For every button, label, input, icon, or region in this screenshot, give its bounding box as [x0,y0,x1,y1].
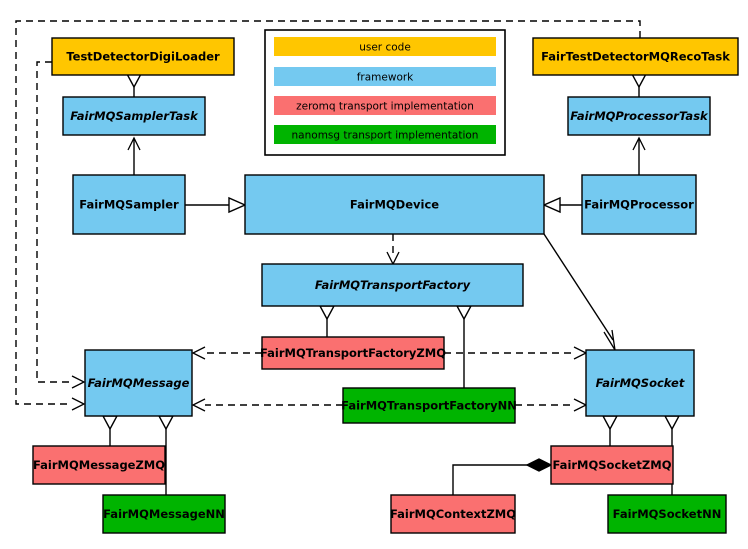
class-box-digiloader[interactable] [51,37,235,76]
legend-label-zeromq: zeromq transport implementation [296,101,474,113]
edge-tfnn-to-message [191,398,343,412]
class-box-processortask[interactable] [567,96,711,136]
class-node-transportfactory[interactable]: FairMQTransportFactory [261,263,524,307]
edge-tfzmq-to-message [191,346,262,360]
class-box-messagenn[interactable] [102,494,226,534]
legend: user code framework zeromq transport imp… [264,29,506,156]
class-label-contextzmq: FairMQContextZMQ [390,507,516,521]
edge-socketzmq-to-contextzmq [452,458,553,495]
legend-swatch-framework [274,67,496,86]
edge-processor-to-device [542,196,582,214]
class-label-message: FairMQMessage [88,376,190,390]
edge-recotask-to-message [15,20,641,411]
legend-label-framework: framework [357,72,414,84]
class-box-sampler[interactable] [72,174,186,235]
edge-processortask-to-recotask [630,73,648,97]
edge-processor-to-processortask [632,136,646,175]
edge-layer [15,20,681,495]
class-label-digiloader: TestDetectorDigiLoader [66,50,220,64]
legend-label-user-code: user code [359,42,411,54]
class-node-samplertask[interactable]: FairMQSamplerTask [62,96,206,136]
class-box-processor[interactable] [581,174,697,235]
class-label-socketnn: FairMQSocketNN [613,507,722,521]
edge-digiloader-to-message [36,61,86,389]
class-node-socket[interactable]: FairMQSocket [585,349,695,417]
edge-tfzmq-to-socket [444,346,588,360]
class-label-socketzmq: FairMQSocketZMQ [553,458,672,472]
class-label-messagenn: FairMQMessageNN [103,507,225,521]
class-label-sampler: FairMQSampler [79,198,179,212]
legend-item-3: nanomsg transport implementation [274,125,496,144]
class-box-recotask[interactable] [532,37,739,76]
class-label-processor: FairMQProcessor [584,198,694,212]
class-box-socketnn[interactable] [607,494,727,534]
edge-tfnn-to-transportfactory [455,305,473,388]
class-node-device[interactable]: FairMQDevice [244,174,545,235]
class-node-recotask[interactable]: FairTestDetectorMQRecoTask [532,37,739,76]
class-label-tfnn: FairMQTransportFactoryNN [341,399,517,413]
class-box-tfzmq[interactable] [261,336,445,370]
legend-label-nanomsg: nanomsg transport implementation [292,130,479,142]
class-label-processortask: FairMQProcessorTask [570,109,709,123]
class-box-samplertask[interactable] [62,96,206,136]
class-label-tfzmq: FairMQTransportFactoryZMQ [260,346,446,360]
legend-item-0: user code [274,37,496,56]
legend-item-2: zeromq transport implementation [274,96,496,115]
class-label-transportfactory: FairMQTransportFactory [315,278,471,292]
class-label-device: FairMQDevice [350,198,439,212]
class-box-socket[interactable] [585,349,695,417]
class-box-transportfactory[interactable] [261,263,524,307]
class-node-messagezmq[interactable]: FairMQMessageZMQ [32,445,166,485]
class-label-samplertask: FairMQSamplerTask [70,109,199,123]
edge-tfzmq-to-transportfactory [318,305,336,337]
class-box-messagezmq[interactable] [32,445,166,485]
class-node-contextzmq[interactable]: FairMQContextZMQ [390,494,516,534]
edge-samplertask-to-digiloader [125,73,143,97]
class-node-message[interactable]: FairMQMessage [84,349,193,417]
class-node-processortask[interactable]: FairMQProcessorTask [567,96,711,136]
class-node-messagenn[interactable]: FairMQMessageNN [102,494,226,534]
class-node-socketzmq[interactable]: FairMQSocketZMQ [550,445,674,485]
legend-swatch-zeromq [274,96,496,115]
legend-swatch-user-code [274,37,496,56]
class-box-tfnn[interactable] [342,387,516,424]
edge-device-to-transportfactory [386,234,400,266]
class-label-socket: FairMQSocket [596,376,685,390]
class-node-digiloader[interactable]: TestDetectorDigiLoader [51,37,235,76]
edge-tfnn-to-socket [515,398,588,412]
edge-device-to-socket [543,233,616,351]
edge-messagezmq-to-message [101,415,119,446]
class-node-tfnn[interactable]: FairMQTransportFactoryNN [341,387,517,424]
class-label-recotask: FairTestDetectorMQRecoTask [541,50,730,64]
class-box-contextzmq[interactable] [390,494,516,534]
class-node-processor[interactable]: FairMQProcessor [581,174,697,235]
class-node-tfzmq[interactable]: FairMQTransportFactoryZMQ [260,336,446,370]
class-label-messagezmq: FairMQMessageZMQ [33,458,165,472]
edge-sampler-to-device [185,196,247,214]
legend-item-1: framework [274,67,496,86]
class-node-sampler[interactable]: FairMQSampler [72,174,186,235]
class-node-socketnn[interactable]: FairMQSocketNN [607,494,727,534]
node-layer: TestDetectorDigiLoaderFairMQSamplerTaskF… [32,37,739,534]
edge-socketzmq-to-socket [601,415,619,446]
class-box-message[interactable] [84,349,193,417]
edge-sampler-to-samplertask [127,136,141,175]
class-box-device[interactable] [244,174,545,235]
class-box-socketzmq[interactable] [550,445,674,485]
legend-swatch-nanomsg [274,125,496,144]
